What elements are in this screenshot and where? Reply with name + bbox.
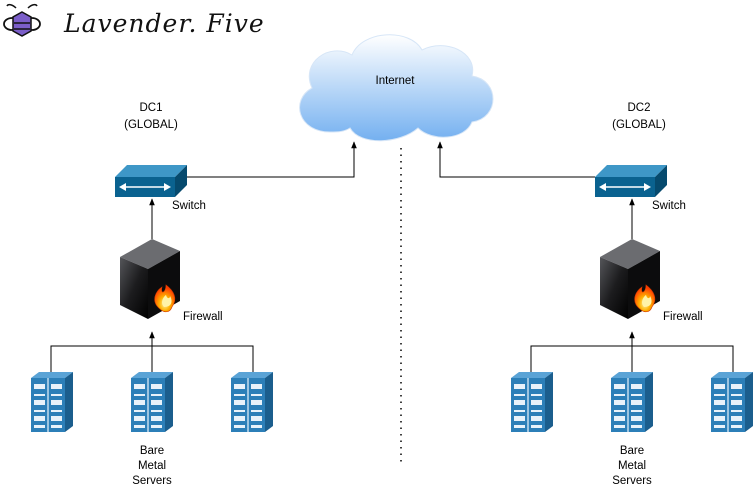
brand-logo: Lavender. Five <box>3 3 265 38</box>
dc1-servers-label-2: Metal <box>138 460 166 472</box>
dc1-servers-label-1: Bare <box>140 445 164 457</box>
dc2-servers-label-2: Metal <box>618 460 646 472</box>
dc1-firewall-icon <box>119 238 181 320</box>
dc2-servers-label-1: Bare <box>620 445 644 457</box>
dc2-switch-to-internet-arrow <box>437 141 595 178</box>
dc1-subtitle: (GLOBAL) <box>124 119 178 131</box>
dc2-servers-label-3: Servers <box>612 475 652 487</box>
dc2-server-left-icon <box>510 371 554 433</box>
dc2-firewall-label: Firewall <box>663 311 703 323</box>
dc1-switch-icon <box>114 164 188 198</box>
dc2-title: DC2 <box>627 102 650 114</box>
dc1-server-center-icon <box>130 371 174 433</box>
dc1-title: DC1 <box>139 102 162 114</box>
dc2-switch-icon <box>594 164 668 198</box>
dc2-subtitle: (GLOBAL) <box>612 119 666 131</box>
dc1-server-left-icon <box>30 371 74 433</box>
bee-logo-icon <box>3 3 41 37</box>
dc1-server-right-icon <box>230 371 274 433</box>
dc1-switch-to-internet-arrow <box>187 141 357 178</box>
dc2-server-center-icon <box>610 371 654 433</box>
dc1-servers-label-3: Servers <box>132 475 172 487</box>
dc2-group: DC2 (GLOBAL) Switch Firewall Bare Metal … <box>437 102 754 487</box>
brand-name: Lavender. Five <box>63 9 265 38</box>
dc2-switch-label: Switch <box>652 200 686 212</box>
dc1-group: DC1 (GLOBAL) Switch Firewall Bare Metal … <box>30 102 357 487</box>
dc2-server-right-icon <box>710 371 754 433</box>
internet-cloud: Internet <box>299 34 494 142</box>
dc1-firewall-label: Firewall <box>183 311 223 323</box>
dc2-firewall-icon <box>599 238 661 320</box>
dc1-switch-label: Switch <box>172 200 206 212</box>
internet-label: Internet <box>376 75 416 87</box>
